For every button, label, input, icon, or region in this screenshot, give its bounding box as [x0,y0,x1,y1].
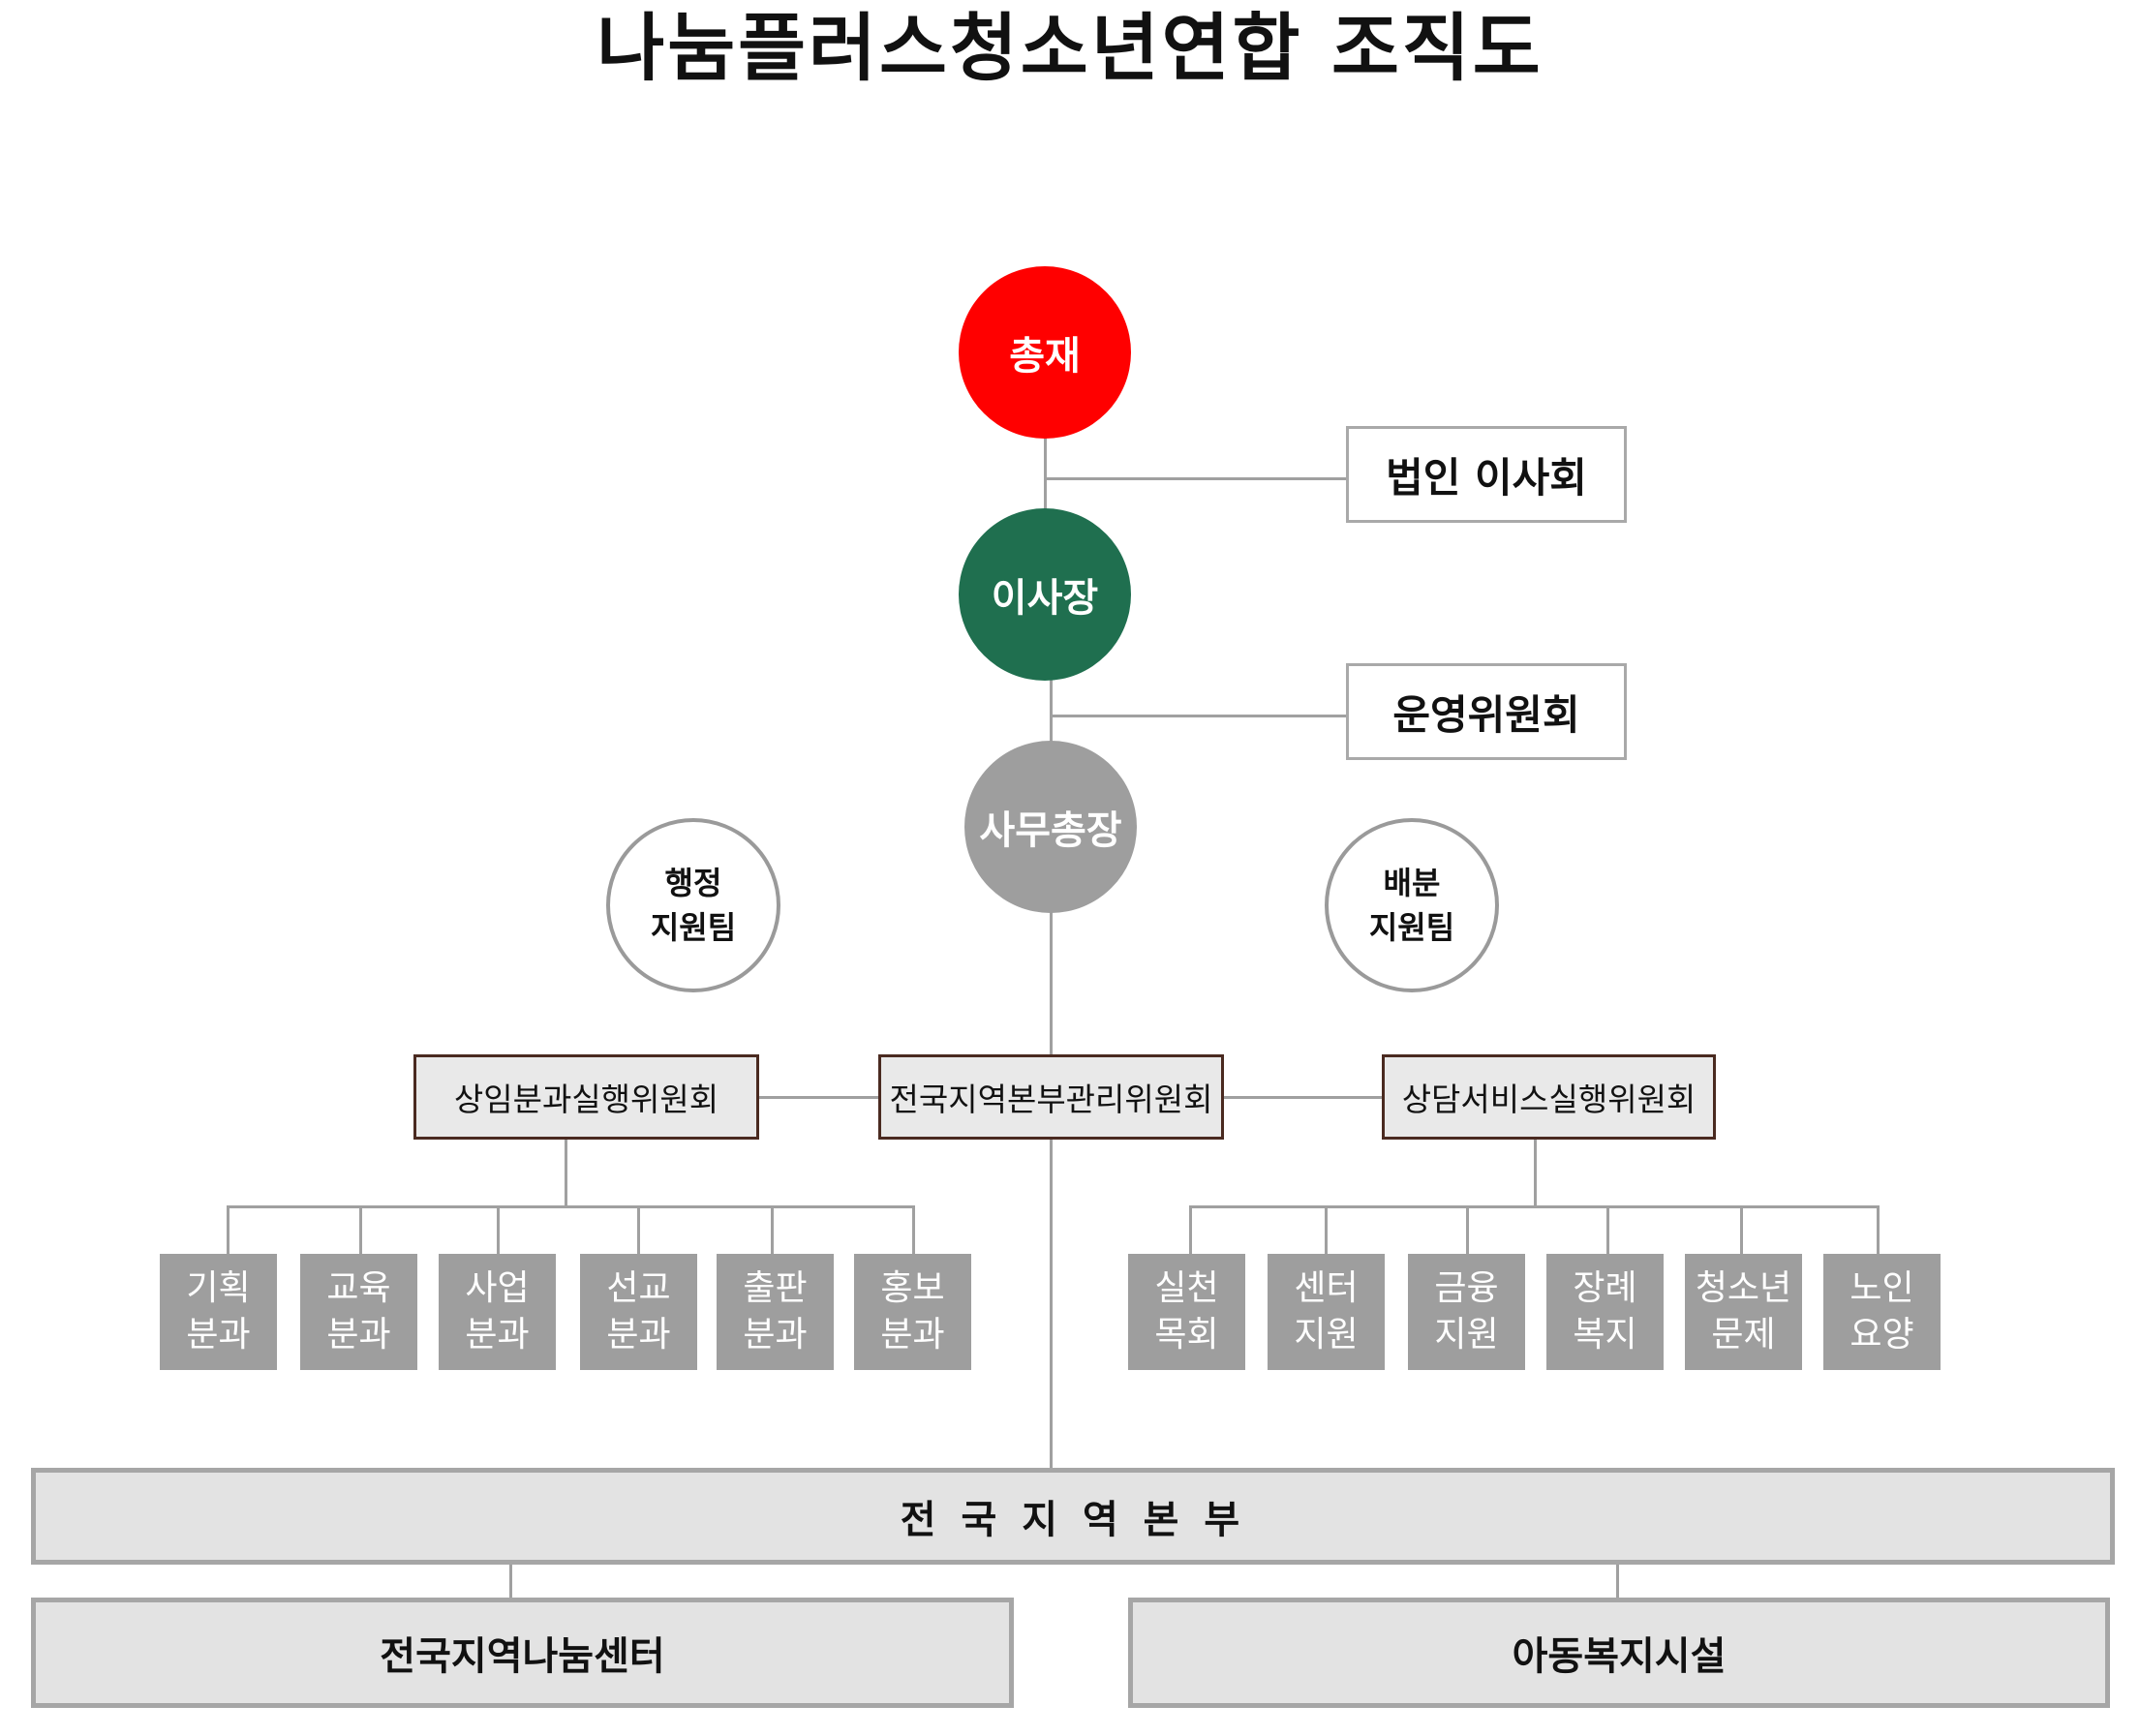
counseling-service-committee: 상담서비스실행위원회 [1382,1054,1716,1140]
connector-line [1325,1205,1328,1254]
division-label: 지원 [1294,1315,1359,1355]
admin-support-team: 행정 지원팀 [606,818,780,992]
steering-committee-box: 운영위원회 [1346,663,1627,760]
connector-line [509,1565,512,1599]
connector-line [359,1205,362,1254]
division-label: 요양 [1850,1315,1914,1355]
division-label: 실천 [1154,1268,1219,1308]
division-label: 장례 [1573,1268,1637,1308]
standing-division-committee: 상임분과실행위원회 [413,1054,759,1140]
division-label: 출판 [743,1268,808,1308]
secretary-general-node: 사무총장 [964,741,1137,913]
connector-line [565,1140,567,1207]
connector-line [1189,1205,1880,1208]
division-label: 선교 [606,1268,671,1308]
division-label: 홍보 [880,1268,945,1308]
connector-line [1044,477,1346,480]
division-label: 분과 [186,1315,251,1355]
division-youth-issues: 청소년 문제 [1685,1254,1802,1370]
page-title: 나눔플러스청소년연합 조직도 [596,5,1544,91]
division-planning: 기획 분과 [160,1254,277,1370]
division-label: 청소년 [1695,1268,1792,1308]
division-label: 노인 [1850,1268,1914,1308]
connector-line [1050,1140,1053,1480]
connector-line [1222,1096,1383,1099]
board-of-directors-box: 법인 이사회 [1346,426,1627,523]
connector-line [1044,436,1047,513]
connector-line [1740,1205,1743,1254]
connector-line [497,1205,500,1254]
division-center-support: 센터 지원 [1268,1254,1385,1370]
division-label: 분과 [465,1315,530,1355]
division-label: 문제 [1711,1315,1776,1355]
connector-line [227,1205,915,1208]
child-welfare-facility-bar: 아동복지시설 [1128,1598,2110,1708]
division-business: 사업 분과 [439,1254,556,1370]
connector-line [1534,1140,1537,1207]
regional-headquarters-bar: 전 국 지 역 본 부 [31,1468,2115,1565]
distribution-support-team-line1: 배분 [1383,865,1441,901]
chairman-node: 이사장 [959,508,1131,681]
division-label: 금융 [1434,1268,1499,1308]
admin-support-team-line2: 지원팀 [650,909,737,946]
connector-line [1189,1205,1192,1254]
connector-line [912,1205,915,1254]
connector-line [227,1205,229,1254]
connector-line [1050,912,1053,1057]
president-node: 총재 [959,266,1131,439]
division-label: 분과 [880,1315,945,1355]
connector-line [1606,1205,1609,1254]
regional-sharing-center-bar: 전국지역나눔센터 [31,1598,1014,1708]
division-education: 교육 분과 [300,1254,417,1370]
admin-support-team-line1: 행정 [664,865,722,901]
connector-line [1877,1205,1880,1254]
division-mission: 선교 분과 [580,1254,697,1370]
division-label: 교육 [326,1268,391,1308]
distribution-support-team: 배분 지원팀 [1325,818,1499,992]
regional-hq-management-committee: 전국지역본부관리위원회 [878,1054,1224,1140]
division-label: 사업 [465,1268,530,1308]
division-publishing: 출판 분과 [717,1254,834,1370]
division-practical-ministry: 실천 목회 [1128,1254,1245,1370]
connector-line [637,1205,640,1254]
division-label: 분과 [743,1315,808,1355]
connector-line [1466,1205,1469,1254]
division-label: 목회 [1154,1315,1219,1355]
division-label: 복지 [1573,1315,1637,1355]
connector-line [1616,1565,1619,1599]
connector-line [1050,678,1053,746]
division-finance-support: 금융 지원 [1408,1254,1525,1370]
division-pr: 홍보 분과 [854,1254,971,1370]
connector-line [771,1205,774,1254]
division-funeral-welfare: 장례 복지 [1546,1254,1664,1370]
division-elderly-care: 노인 요양 [1823,1254,1941,1370]
connector-line [1050,715,1346,717]
division-label: 분과 [606,1315,671,1355]
distribution-support-team-line2: 지원팀 [1368,909,1455,946]
division-label: 분과 [326,1315,391,1355]
division-label: 센터 [1294,1268,1359,1308]
division-label: 기획 [186,1268,251,1308]
connector-line [757,1096,881,1099]
division-label: 지원 [1434,1315,1499,1355]
